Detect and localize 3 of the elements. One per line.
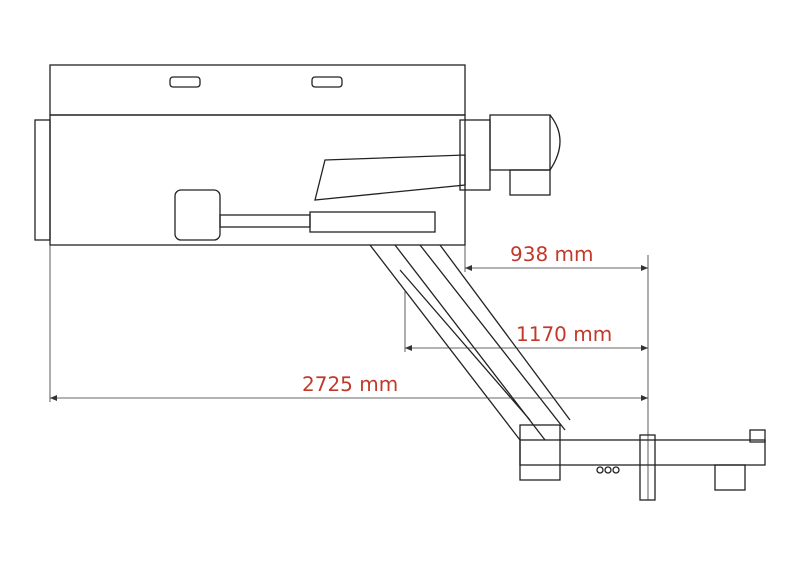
dimension-label: 938 mm [510,243,594,265]
dimension-label: 2725 mm [302,373,398,395]
dimension-label: 1170 mm [516,323,612,345]
